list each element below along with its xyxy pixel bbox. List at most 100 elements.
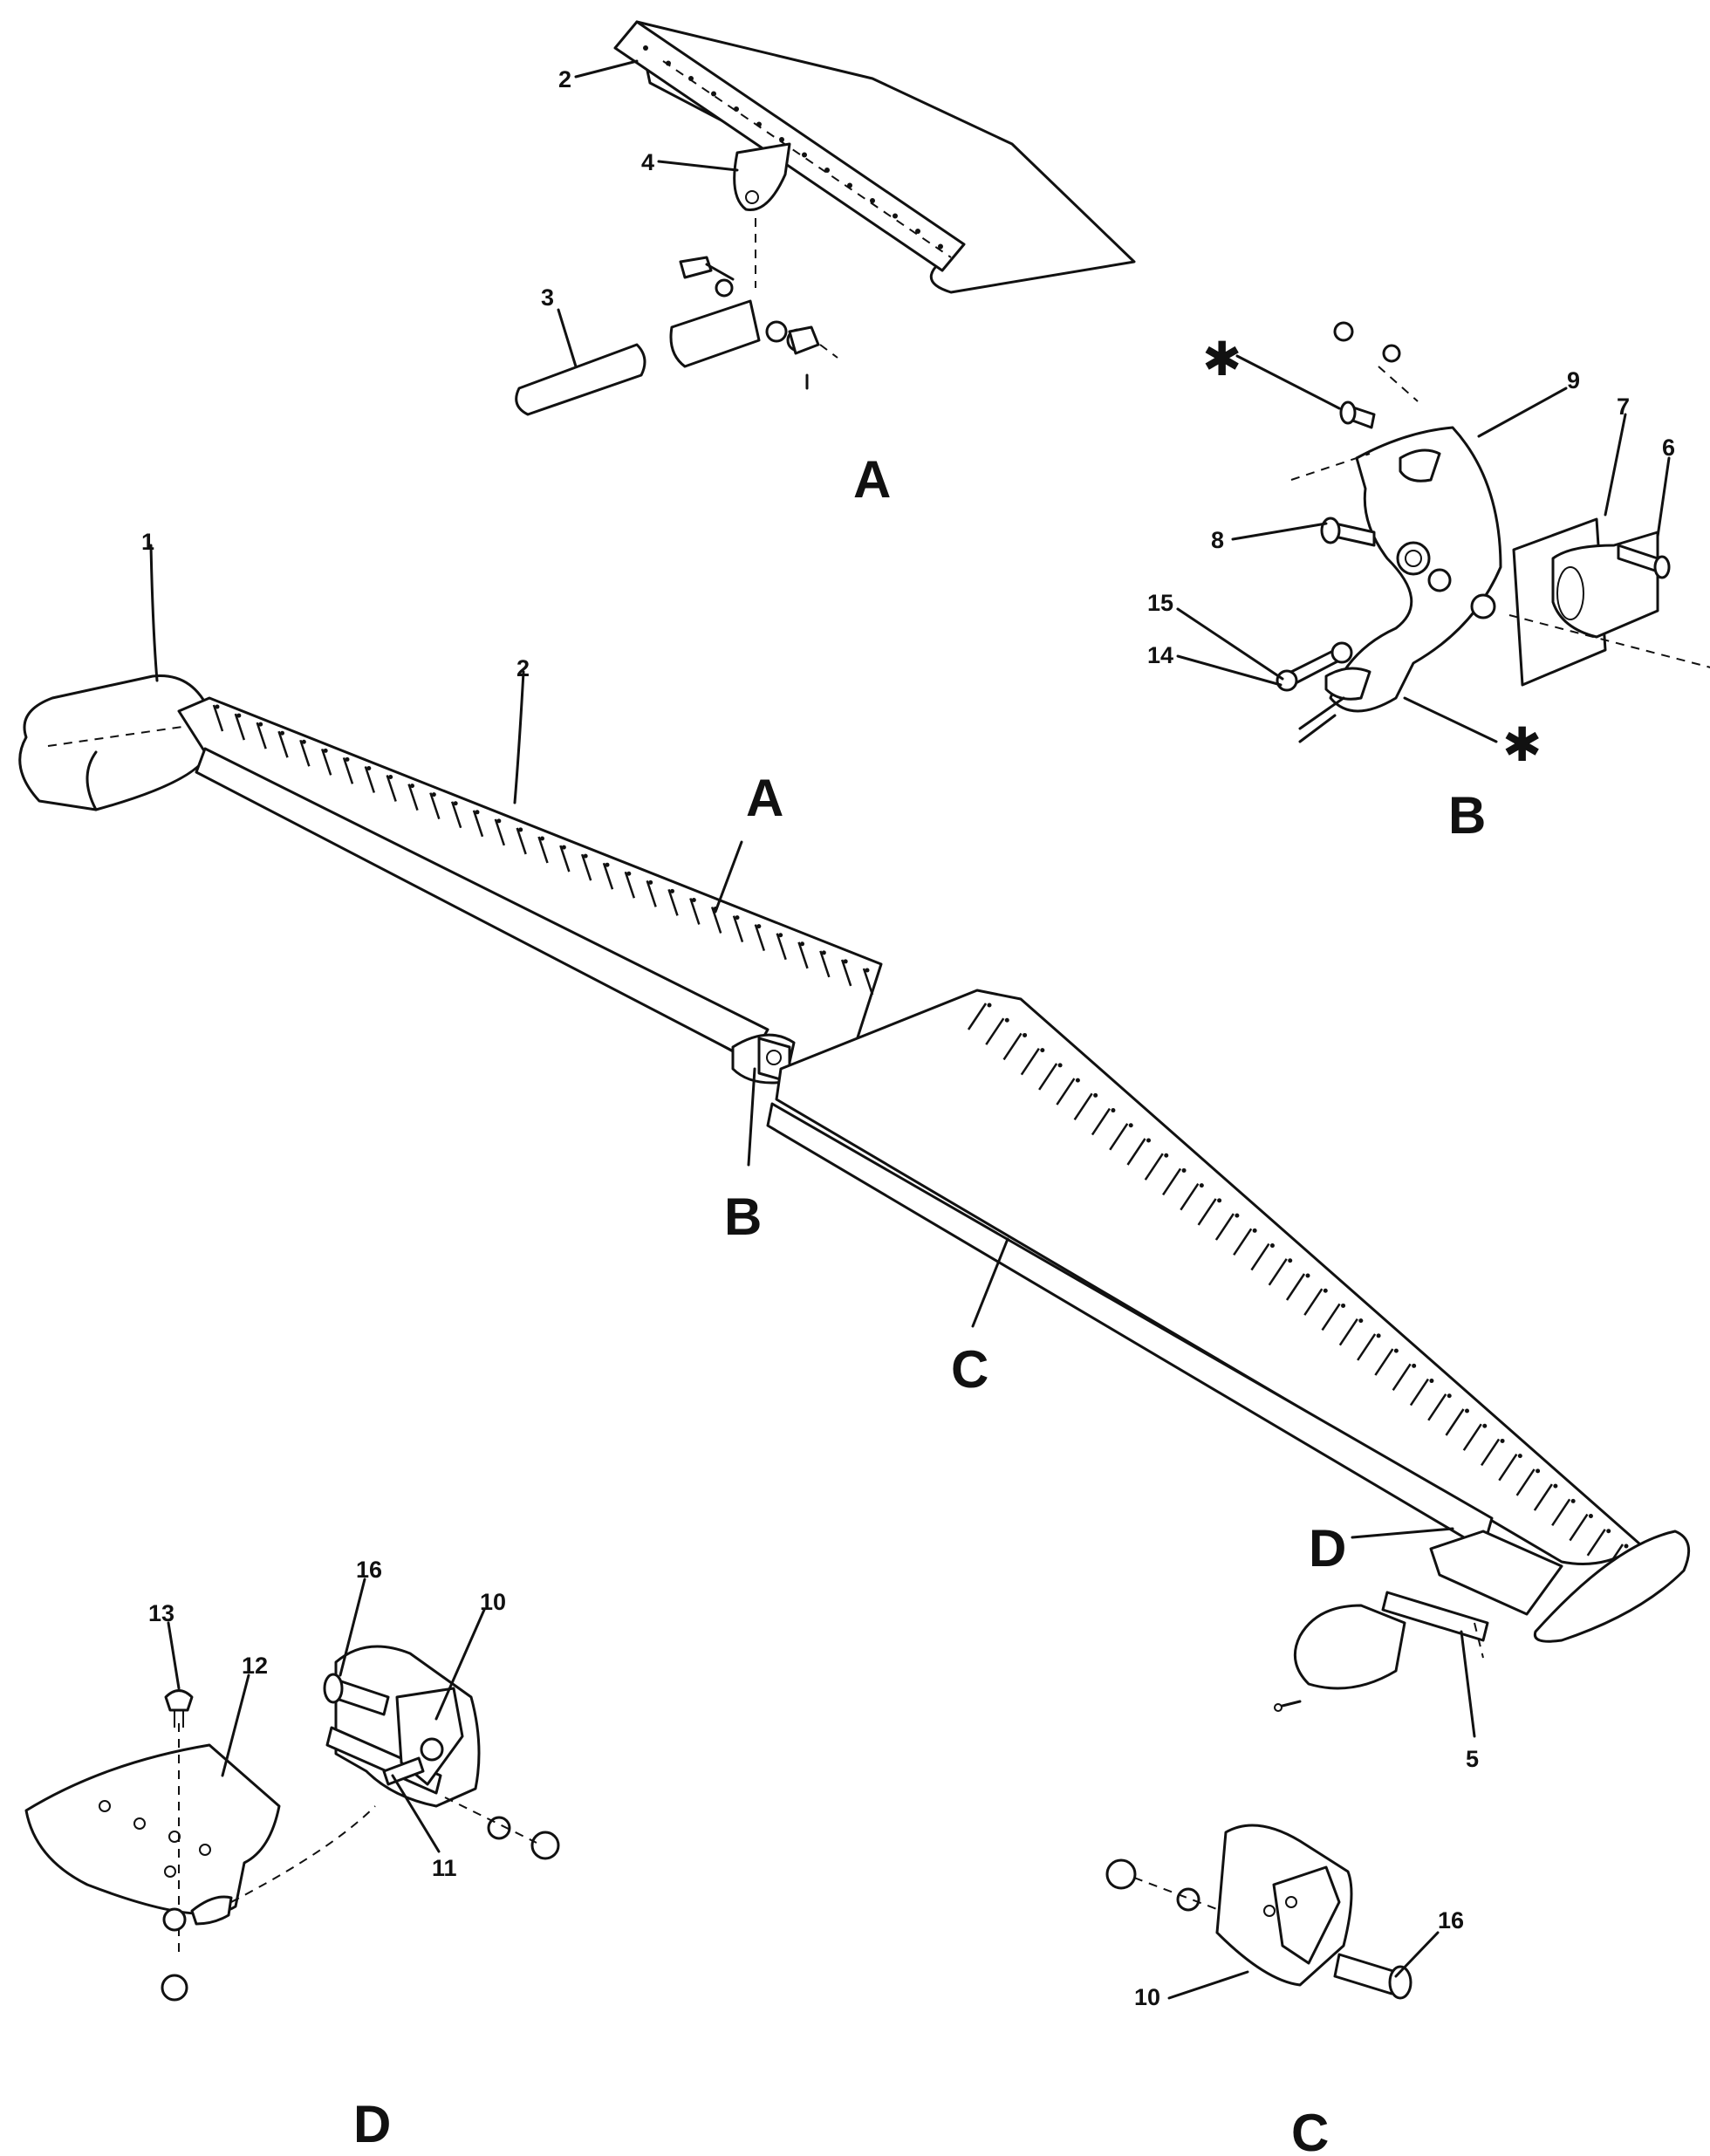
rivet	[915, 229, 920, 234]
callout-10-c: 10	[1134, 1984, 1160, 2010]
rib-line	[277, 730, 289, 758]
rivet	[1465, 1408, 1469, 1413]
callout-12: 12	[242, 1653, 268, 1679]
callout-10-d: 10	[480, 1589, 506, 1615]
rivet	[821, 950, 826, 955]
rib-line	[985, 1017, 1005, 1045]
rib-line	[386, 775, 397, 802]
detail-c	[1105, 1824, 1412, 2000]
callout-3: 3	[541, 284, 554, 311]
left-stabilizer-surface	[177, 696, 883, 1088]
rib-line	[494, 818, 506, 846]
callout-13: 13	[148, 1600, 174, 1626]
rib-line	[1445, 1408, 1465, 1436]
rib-line	[1020, 1047, 1040, 1076]
callout-16-d: 16	[356, 1557, 382, 1583]
rivet	[540, 836, 544, 841]
rib-line	[1533, 1483, 1553, 1511]
rivet	[847, 182, 852, 188]
rivet	[1624, 1543, 1629, 1549]
rivet	[1057, 1063, 1063, 1068]
rivet	[1358, 1318, 1364, 1324]
rivet	[1570, 1498, 1576, 1503]
callout-15: 15	[1147, 590, 1173, 616]
rib-line	[342, 757, 354, 784]
rib-line	[212, 704, 224, 732]
rib-line	[1250, 1242, 1270, 1271]
rivet	[1536, 1468, 1541, 1474]
rib-line	[1233, 1228, 1253, 1256]
rib-line	[1180, 1182, 1200, 1211]
rivet	[345, 756, 350, 762]
rivet	[1376, 1333, 1381, 1338]
rib-line	[1303, 1288, 1324, 1316]
rivet	[410, 784, 414, 789]
view-letter-b-main: B	[724, 1188, 762, 1246]
rib-line	[1481, 1438, 1501, 1467]
rivet	[1217, 1198, 1222, 1203]
rivet	[734, 106, 739, 112]
rib-line	[364, 766, 376, 793]
rivet	[756, 924, 762, 929]
rivet	[938, 243, 943, 250]
rib-line	[646, 880, 657, 907]
rivet	[1199, 1183, 1204, 1188]
rib-line	[1056, 1078, 1076, 1105]
rivet	[1093, 1092, 1098, 1098]
rivet	[236, 713, 242, 718]
rivet	[583, 853, 588, 859]
rib-line	[407, 784, 419, 811]
rivet	[1146, 1138, 1151, 1143]
rib-line	[689, 898, 701, 925]
rib-line	[580, 853, 592, 881]
rib-line	[1109, 1123, 1129, 1151]
rivet	[258, 722, 263, 727]
callout-2-detail: 2	[558, 66, 571, 92]
rivet	[802, 152, 807, 158]
rib-line	[1197, 1198, 1217, 1226]
leader-lines	[149, 59, 1671, 2000]
rivet	[643, 45, 648, 51]
rib-line	[234, 713, 246, 741]
rib-line	[754, 924, 766, 952]
rivet	[1128, 1123, 1133, 1128]
rib-line	[1392, 1363, 1412, 1392]
rib-line	[840, 959, 852, 987]
rivet	[1269, 1243, 1275, 1249]
callout-1: 1	[141, 529, 154, 555]
rib-line	[1409, 1378, 1429, 1407]
view-letter-d-main: D	[1309, 1519, 1346, 1578]
rib-line	[797, 941, 809, 969]
rivet	[496, 818, 502, 824]
rivet	[561, 845, 566, 850]
rivet	[778, 933, 783, 938]
rib-line	[1357, 1333, 1377, 1361]
rivet	[1111, 1108, 1116, 1113]
rivet	[1004, 1017, 1009, 1023]
view-letter-b-detail: B	[1448, 786, 1486, 845]
rivet	[1181, 1167, 1187, 1173]
rib-line	[1126, 1138, 1146, 1166]
rib-line	[1285, 1273, 1306, 1301]
rib-line	[667, 889, 679, 916]
rib-line	[1038, 1063, 1058, 1091]
rivet	[1252, 1228, 1257, 1233]
rib-line	[472, 810, 484, 838]
rib-line	[1268, 1258, 1288, 1286]
rivet	[1075, 1078, 1080, 1083]
rivet	[605, 862, 610, 867]
rib-line	[776, 933, 787, 961]
rivet	[670, 888, 674, 893]
rivet	[1235, 1213, 1240, 1218]
rib-line	[624, 871, 636, 899]
callout-2-main: 2	[516, 655, 530, 681]
rivet	[666, 60, 671, 66]
rib-line	[732, 915, 744, 942]
view-letter-c-main: C	[951, 1340, 988, 1399]
callout-14: 14	[1147, 642, 1173, 668]
callout-5: 5	[1466, 1746, 1479, 1772]
callout-6: 6	[1662, 435, 1675, 461]
rivet	[1447, 1393, 1452, 1399]
rivet	[1164, 1153, 1169, 1158]
rivet	[779, 137, 784, 142]
